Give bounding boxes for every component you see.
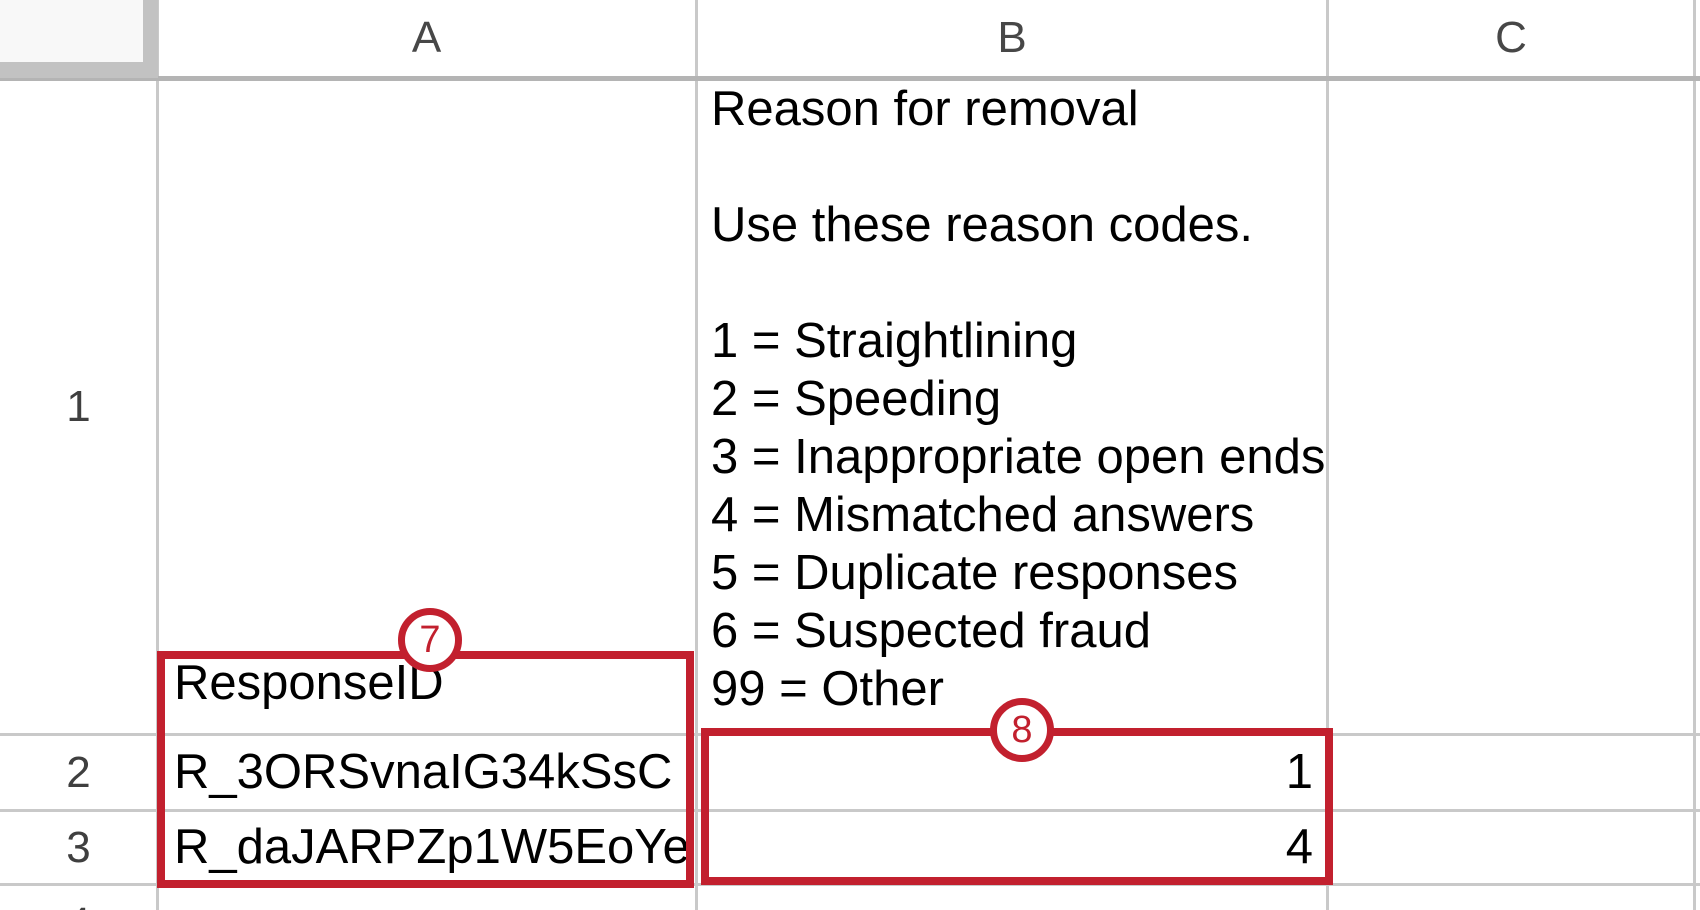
gridline-rowheader-colA: [156, 0, 159, 910]
cell-B1[interactable]: Reason for removal Use these reason code…: [711, 82, 1326, 716]
column-header-B[interactable]: B: [698, 0, 1326, 76]
select-all-corner-fill: [0, 0, 143, 62]
gridline-row3-row4: [0, 883, 1700, 886]
gridline-colA-colB: [695, 0, 698, 910]
row-header-2-label: 2: [66, 747, 91, 797]
cell-B3[interactable]: 4: [1285, 820, 1313, 874]
cell-A1[interactable]: ResponseID: [174, 656, 444, 710]
column-header-C-label: C: [1495, 13, 1527, 62]
row-header-4-label: 4: [66, 899, 90, 910]
gridline-row1-row2: [0, 733, 1700, 736]
row-header-1-label: 1: [66, 382, 91, 431]
gridline-colC-colD: [1693, 0, 1696, 910]
column-header-A[interactable]: A: [158, 0, 695, 76]
row-header-3[interactable]: 3: [0, 812, 157, 883]
column-header-A-label: A: [411, 13, 442, 62]
column-header-C[interactable]: C: [1329, 0, 1693, 76]
row-header-2[interactable]: 2: [0, 736, 157, 809]
row-header-4[interactable]: 4: [0, 886, 157, 910]
cell-B2[interactable]: 1: [1285, 745, 1313, 799]
gridline-row2-row3: [0, 809, 1700, 812]
row-header-1[interactable]: 1: [0, 81, 157, 733]
cell-A2[interactable]: R_3ORSvnaIG34kSsC: [174, 745, 673, 799]
gridline-header-bottom: [0, 76, 1700, 81]
row-header-3-label: 3: [66, 822, 91, 872]
gridline-colB-colC: [1326, 0, 1329, 910]
cell-A3[interactable]: R_daJARPZp1W5EoYe: [174, 820, 690, 874]
select-all-corner[interactable]: [0, 0, 158, 78]
column-header-B-label: B: [997, 13, 1027, 62]
